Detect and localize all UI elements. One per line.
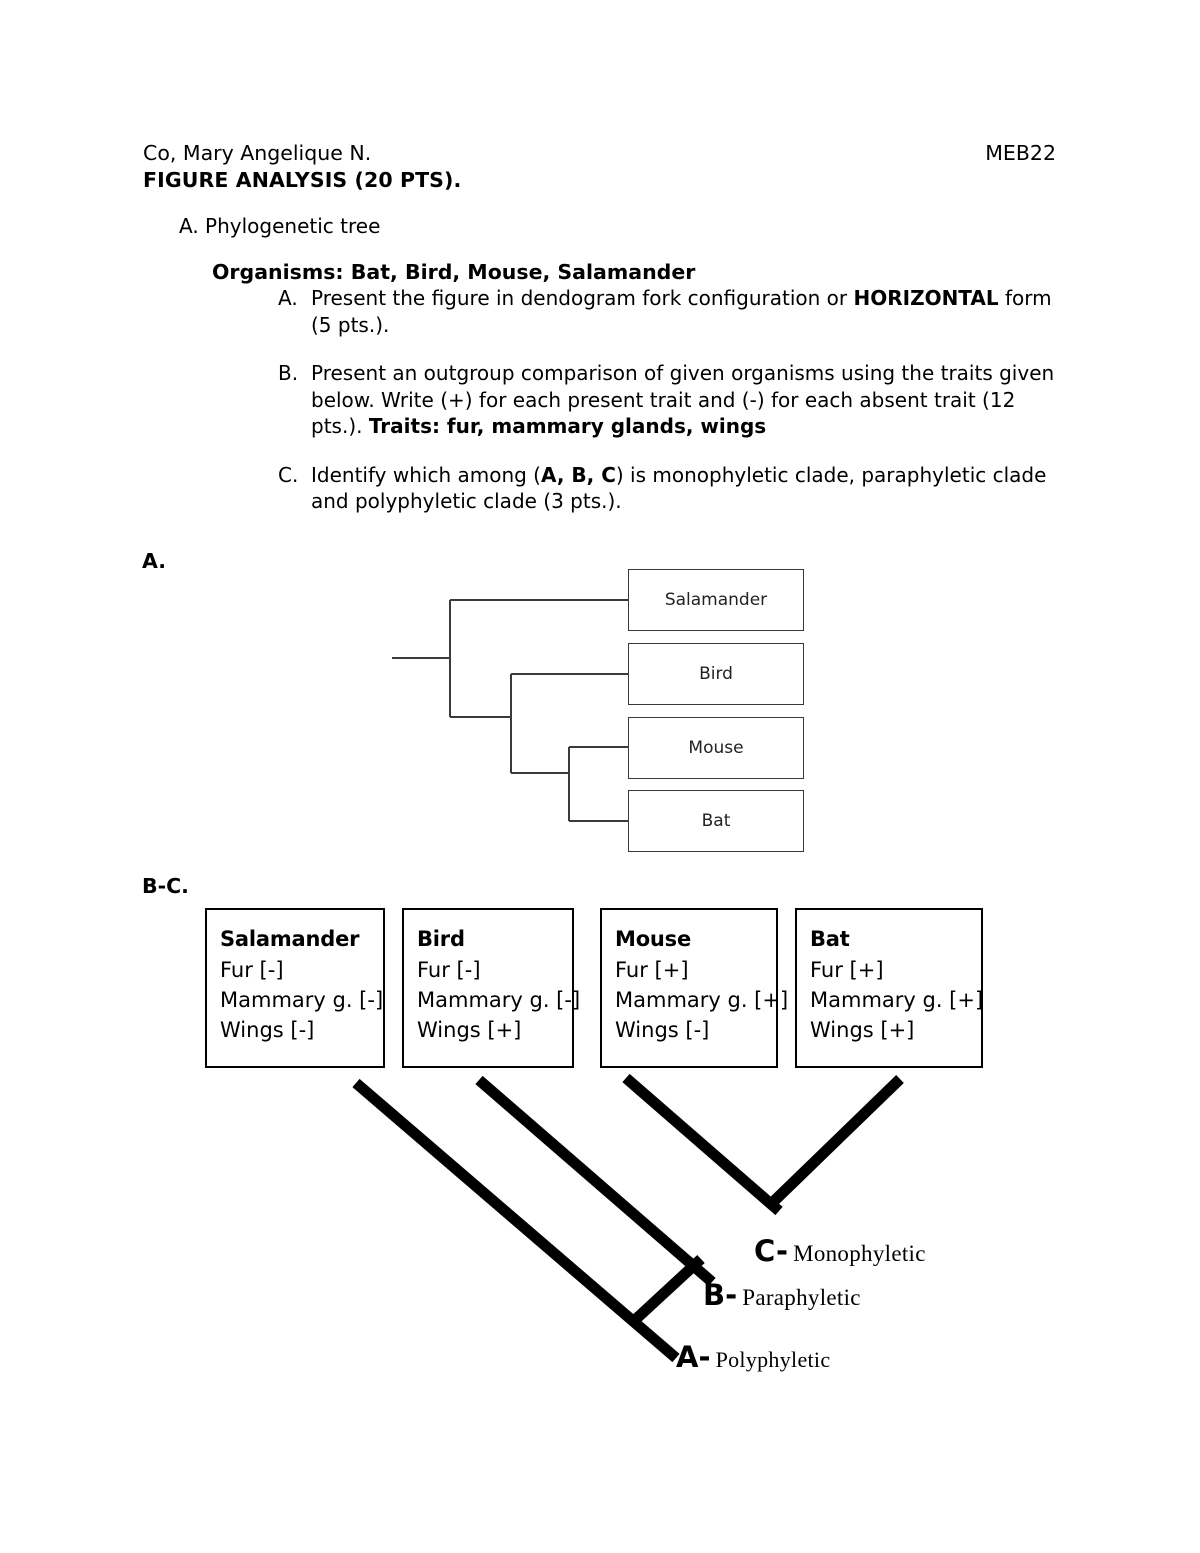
page-title: FIGURE ANALYSIS (20 PTS). [143, 168, 462, 192]
trait-row-wings: Wings [+] [810, 1018, 915, 1042]
trait-row-wings: Wings [-] [615, 1018, 710, 1042]
list-item-text: Present an outgroup comparison of given … [311, 360, 1058, 440]
list-item-marker: C. [278, 462, 299, 487]
trait-row-fur: Fur [-] [220, 958, 284, 982]
clade-word: Monophyletic [793, 1241, 926, 1266]
taxon-box-salamander: Salamander [628, 569, 804, 631]
trait-row-wings: Wings [+] [417, 1018, 522, 1042]
list-item-text-after: ) is monophyletic clade, paraphyletic cl… [311, 462, 1047, 514]
trait-row-fur: Fur [-] [417, 958, 481, 982]
taxon-label: Bat [701, 811, 731, 831]
list-item-text-after: form (5 pts.). [311, 286, 1052, 337]
clade-label-monophyletic: C- Monophyletic [754, 1234, 926, 1268]
list-item: C. Identify which among (A, B, C) is mon… [278, 462, 1058, 515]
clade-letter: C- [754, 1234, 788, 1268]
clade-word: Paraphyletic [742, 1285, 861, 1310]
taxon-box-bird: Bird [628, 643, 804, 705]
course-code: MEB22 [985, 141, 1056, 165]
trait-box-title: Mouse [615, 927, 692, 951]
list-item-text-before: Identify which among ( [311, 462, 541, 487]
trait-row-fur: Fur [+] [810, 958, 884, 982]
part-bc-marker: B-C. [142, 874, 189, 898]
taxon-box-mouse: Mouse [628, 717, 804, 779]
list-item-text-bold: A, B, C [540, 462, 616, 487]
taxon-box-bat: Bat [628, 790, 804, 852]
trait-row-mammary: Mammary g. [-] [417, 988, 581, 1012]
trait-row-wings: Wings [-] [220, 1018, 315, 1042]
list-item: B. Present an outgroup comparison of giv… [278, 360, 1058, 440]
student-name: Co, Mary Angelique N. [143, 141, 372, 165]
list-item-marker: B. [278, 361, 299, 385]
taxon-label: Salamander [664, 590, 768, 610]
trait-box-bird: Bird Fur [-] Mammary g. [-] Wings [+] [402, 908, 581, 1068]
list-item-text-bold: Traits: fur, mammary glands, wings [368, 414, 767, 438]
document-header: Co, Mary Angelique N. MEB22 [143, 140, 1056, 166]
trait-box-salamander: Salamander Fur [-] Mammary g. [-] Wings … [205, 908, 385, 1068]
clade-letter: A- [676, 1340, 711, 1374]
clade-label-polyphyletic: A- Polyphyletic [676, 1340, 830, 1374]
clade-letter: B- [703, 1278, 738, 1312]
trait-box-title: Bat [810, 927, 850, 951]
organisms-line: Organisms: Bat, Bird, Mouse, Salamander [212, 260, 696, 284]
trait-row-fur: Fur [+] [615, 958, 689, 982]
list-item-text-before: Present the figure in dendogram fork con… [311, 286, 854, 310]
list-item-text: Present the figure in dendogram fork con… [311, 285, 1058, 338]
trait-box-mouse: Mouse Fur [+] Mammary g. [+] Wings [-] [600, 908, 789, 1068]
section-a-heading: A. Phylogenetic tree [179, 214, 381, 238]
list-item-marker: A. [278, 286, 298, 310]
part-a-marker: A. [142, 549, 167, 573]
list-item-text-bold: HORIZONTAL [853, 286, 999, 310]
clade-label-paraphyletic: B- Paraphyletic [703, 1278, 861, 1312]
taxon-label: Bird [699, 664, 733, 684]
trait-row-mammary: Mammary g. [-] [220, 988, 384, 1012]
trait-row-mammary: Mammary g. [+] [810, 988, 984, 1012]
list-item: A. Present the figure in dendogram fork … [278, 285, 1058, 338]
trait-box-title: Salamander [220, 927, 360, 951]
instruction-list: A. Present the figure in dendogram fork … [278, 285, 1058, 515]
trait-row-mammary: Mammary g. [+] [615, 988, 789, 1012]
trait-box-title: Bird [417, 927, 465, 951]
list-item-text: Identify which among (A, B, C) is monoph… [311, 462, 1058, 515]
list-item-text-before: Present an outgroup comparison of given … [311, 361, 1055, 438]
trait-box-bat: Bat Fur [+] Mammary g. [+] Wings [+] [795, 908, 983, 1068]
clade-word: Polyphyletic [715, 1347, 831, 1372]
taxon-label: Mouse [688, 738, 744, 758]
